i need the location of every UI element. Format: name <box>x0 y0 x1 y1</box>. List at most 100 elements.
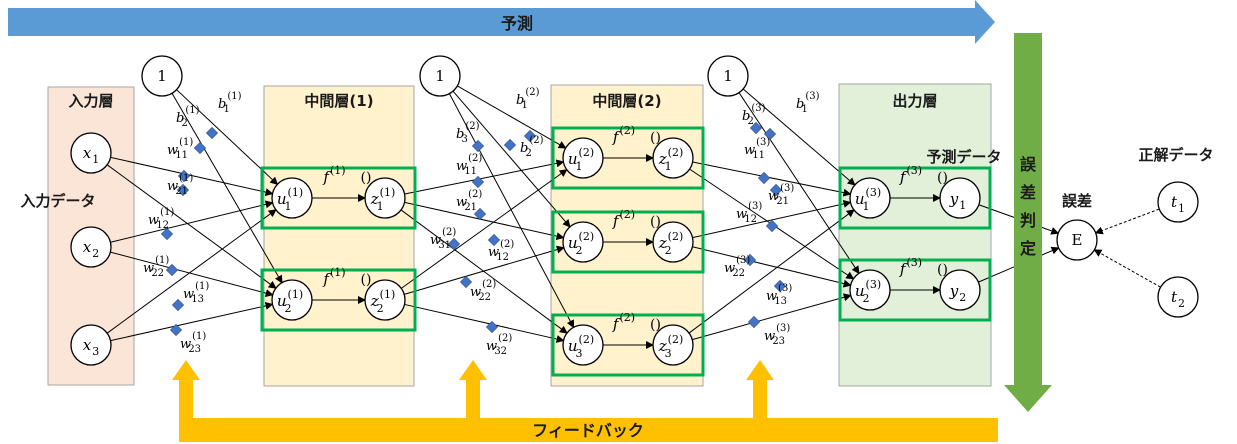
edge-l2 <box>452 90 571 228</box>
input-layer-title: 入力層 <box>68 92 113 110</box>
input-node-x1 <box>70 132 112 174</box>
weight-marker <box>763 127 777 141</box>
answer-node-t2 <box>1157 276 1199 318</box>
activation-function-label: f(1) <box>322 266 345 288</box>
paren-glyph: () <box>937 170 948 186</box>
weight-marker <box>447 237 461 251</box>
answer-node-t1 <box>1157 181 1199 223</box>
weight-label-w23: w(1)23 <box>180 331 206 355</box>
h2-z-node-2 <box>652 221 694 263</box>
weight-labels: b(1)1b(1)2w(1)11w(1)21w(1)12w(1)22w(1)13… <box>143 87 820 357</box>
edge-l2 <box>400 169 568 289</box>
edge-l3 <box>692 293 852 341</box>
weight-label-w13: w(1)13 <box>183 281 209 305</box>
edge-l2 <box>457 85 567 149</box>
h1-u-node-1 <box>271 177 313 219</box>
h2-u-node-2 <box>562 221 604 263</box>
edge-l3 <box>738 92 860 275</box>
weight-marker <box>177 169 191 183</box>
activation-function-label: f(2) <box>612 311 635 333</box>
svg-text:x1: x1 <box>83 144 99 166</box>
paren-glyph: () <box>937 262 948 278</box>
hidden-layer-2-title: 中間層(2) <box>592 92 661 110</box>
h1-z-node-1 <box>364 177 406 219</box>
svg-text:y2: y2 <box>949 282 966 304</box>
input-node-x3 <box>70 324 112 366</box>
weight-label-b2: b(3)2 <box>742 103 766 127</box>
weight-label-b2: b(2)2 <box>520 135 544 159</box>
weight-label-w23: w(3)23 <box>764 323 790 347</box>
bias-node-2 <box>419 55 461 97</box>
svg-text:u(1)2: u(1)2 <box>277 288 303 315</box>
output-layer-box <box>838 83 992 387</box>
weight-label-w11: w(3)11 <box>744 137 770 161</box>
answer-to-error <box>1093 249 1161 288</box>
error-judgement-arrow: 誤 差 判 定 <box>1004 33 1052 412</box>
weight-label-b2: b(1)2 <box>176 105 200 129</box>
weight-label-w12: w(3)12 <box>736 201 762 225</box>
edge-l3 <box>688 209 855 334</box>
unit-highlight-box <box>838 166 992 230</box>
error-node <box>1056 219 1098 261</box>
svg-text:u(2)3: u(2)3 <box>568 333 594 360</box>
svg-text:t2: t2 <box>1171 288 1185 310</box>
weight-marker <box>503 138 517 152</box>
edge-l2 <box>404 201 565 241</box>
activation-function-label: f(1) <box>322 164 345 186</box>
hidden-layer-1-title: 中間層(1) <box>304 92 373 110</box>
activation-function-label: f(2) <box>612 208 635 230</box>
edge-l2 <box>404 303 565 343</box>
svg-text:u(3)1: u(3)1 <box>855 186 881 213</box>
edge-l1 <box>171 93 283 284</box>
unit-highlight-box <box>551 313 705 377</box>
weight-label-w12: w(2)12 <box>488 239 514 263</box>
edge-l1 <box>106 164 277 289</box>
svg-text:x3: x3 <box>83 336 99 358</box>
h2-z-node-1 <box>652 137 694 179</box>
weight-marker <box>743 253 757 267</box>
svg-text:y1: y1 <box>949 190 966 212</box>
weight-marker <box>459 275 473 289</box>
unit-highlight-box <box>551 126 705 190</box>
unit-highlight-box <box>838 258 992 322</box>
weight-label-w11: w(1)11 <box>167 137 193 161</box>
weight-marker <box>769 183 783 197</box>
edge-l3 <box>692 199 852 239</box>
weight-marker <box>757 171 771 185</box>
paren-glyph: () <box>361 170 372 186</box>
h2-z-node-3 <box>652 324 694 366</box>
weight-marker <box>165 263 179 277</box>
svg-text:u(1)1: u(1)1 <box>277 186 303 213</box>
weight-marker <box>765 219 779 233</box>
weight-marker <box>171 298 185 312</box>
predict-data-label: 予測データ <box>926 148 1001 166</box>
h2-u-node-3 <box>562 324 604 366</box>
svg-text:z(2)3: z(2)3 <box>658 333 684 360</box>
svg-text:u(3)2: u(3)2 <box>855 278 881 305</box>
svg-text:z(1)2: z(1)2 <box>370 288 396 315</box>
weight-label-w31: w(2)31 <box>430 227 456 251</box>
edge-l2 <box>404 245 565 295</box>
error-node-text: E <box>1072 231 1083 249</box>
error-judge-char-1: 誤 <box>1020 155 1037 174</box>
feedback-arrow: フィードバック <box>172 360 998 442</box>
bias-node-3 <box>707 55 749 97</box>
weight-marker <box>749 121 763 135</box>
weight-marker <box>773 279 787 293</box>
edge-l1 <box>110 200 274 243</box>
bias-text: 1 <box>435 67 445 85</box>
weight-marker <box>471 139 485 153</box>
output-layer-title: 出力層 <box>892 92 937 110</box>
unit-highlights <box>260 126 992 377</box>
edge-l2 <box>448 93 575 329</box>
weight-marker <box>473 207 487 221</box>
input-data-label: 入力データ <box>20 192 95 210</box>
hidden-layer-1-box <box>263 85 415 387</box>
error-judge-char-4: 定 <box>1019 239 1036 258</box>
edge-l3 <box>692 161 852 197</box>
h1-z-node-2 <box>364 279 406 321</box>
unit-highlight-box <box>551 210 705 274</box>
error-label: 誤差 <box>1062 192 1092 210</box>
